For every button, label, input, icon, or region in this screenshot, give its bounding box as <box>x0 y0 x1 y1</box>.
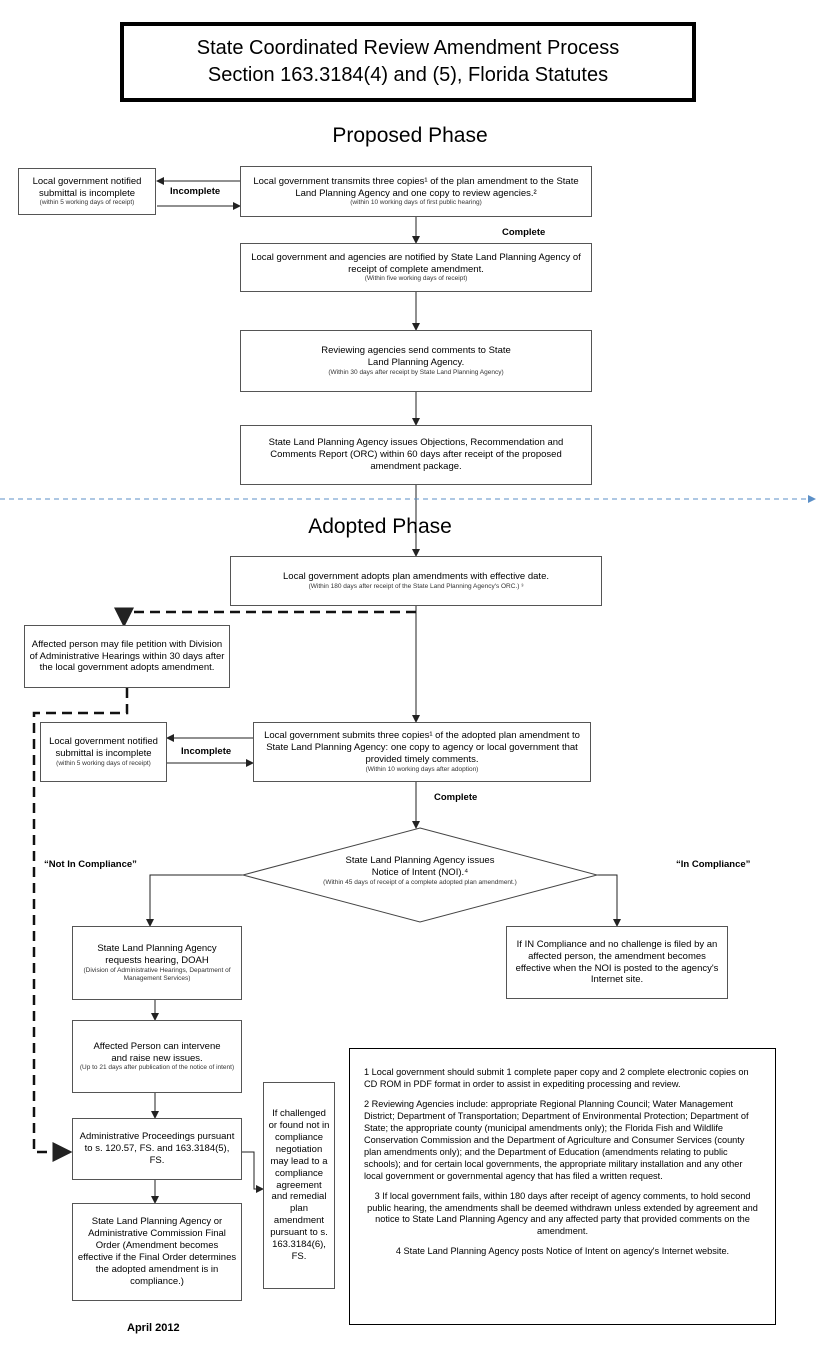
adopted-incomplete-note: (within 5 working days of receipt) <box>56 759 151 767</box>
arrow-noi-to-in-compliance <box>597 874 621 927</box>
final-order-box: State Land Planning Agency or Administra… <box>72 1203 242 1301</box>
comments-text: Reviewing agencies send comments to Stat… <box>321 345 511 369</box>
dashed-petition-to-admin <box>32 688 129 1162</box>
in-compliance-box: If IN Compliance and no challenge is fil… <box>506 926 728 999</box>
notified-box: Local government and agencies are notifi… <box>240 243 592 292</box>
footnote-2: 2 Reviewing Agencies include: appropriat… <box>364 1098 749 1181</box>
petition-text: Affected person may file petition with D… <box>29 638 225 674</box>
adopted-incomplete-text: Local government notified submittal is i… <box>49 736 158 760</box>
label-incomplete-adopted: Incomplete <box>181 746 232 757</box>
adopt-note: (Within 180 days after receipt of the St… <box>308 583 524 591</box>
notified-text: Local government and agencies are notifi… <box>251 251 581 275</box>
proposed-incomplete-note: (within 5 working days of receipt) <box>39 199 135 207</box>
comments-box: Reviewing agencies send comments to Stat… <box>240 330 592 392</box>
challenged-text: If challenged or found not in compliance… <box>268 1108 330 1262</box>
intervene-note: (Up to 21 days after publication of the … <box>79 1064 235 1072</box>
final-order-text: State Land Planning Agency or Administra… <box>77 1216 237 1287</box>
label-in-compliance: “In Compliance” <box>676 859 751 870</box>
adopted-incomplete-box: Local government notified submittal is i… <box>40 722 167 782</box>
submit-box: Local government submits three copies¹ o… <box>253 722 591 782</box>
intervene-box: Affected Person can intervene and raise … <box>72 1020 242 1093</box>
in-compliance-text: If IN Compliance and no challenge is fil… <box>515 938 719 986</box>
title-box: State Coordinated Review Amendment Proce… <box>120 22 696 102</box>
title-line1: State Coordinated Review Amendment Proce… <box>196 37 620 59</box>
proposed-incomplete-box: Local government notified submittal is i… <box>18 168 156 215</box>
submit-note: (Within 10 working days after adoption) <box>365 765 479 773</box>
label-not-in-compliance: “Not In Compliance” <box>44 859 137 870</box>
noi-text: State Land Planning Agency issues Notice… <box>345 855 495 878</box>
challenged-box: If challenged or found not in compliance… <box>263 1082 335 1289</box>
arrow-admin-to-challenged <box>242 1151 264 1193</box>
footnote-4: 4 State Land Planning Agency posts Notic… <box>395 1246 730 1257</box>
adopted-phase-heading: Adopted Phase <box>308 515 452 538</box>
hearing-box: State Land Planning Agency requests hear… <box>72 926 242 1000</box>
footnote-1: 1 Local government should submit 1 compl… <box>364 1067 749 1089</box>
noi-text-wrap: State Land Planning Agency issues Notice… <box>293 855 547 887</box>
noi-diamond <box>241 827 599 923</box>
noi-note: (Within 45 days of receipt of a complete… <box>323 878 517 886</box>
arrow-noi-to-hearing <box>146 874 243 927</box>
submit-text: Local government submits three copies¹ o… <box>264 730 580 766</box>
proposed-phase-heading: Proposed Phase <box>332 124 488 147</box>
comments-note: (Within 30 days after receipt by State L… <box>328 368 504 376</box>
title-line2: Section 163.3184(4) and (5), Florida Sta… <box>207 64 609 86</box>
label-complete-proposed: Complete <box>502 227 546 238</box>
hearing-note: (Division of Administrative Hearings, De… <box>83 967 231 982</box>
dashed-adopt-to-petition <box>114 607 416 628</box>
transmit-box: Local government transmits three copies¹… <box>240 166 592 217</box>
proposed-incomplete-text: Local government notified submittal is i… <box>32 175 142 199</box>
footnote-3: 3 If local government fails, within 180 … <box>367 1190 758 1237</box>
adopt-text: Local government adopts plan amendments … <box>283 571 549 583</box>
adopt-box: Local government adopts plan amendments … <box>230 556 602 606</box>
admin-text: Administrative Proceedings pursuant to s… <box>79 1131 235 1166</box>
label-incomplete-proposed: Incomplete <box>170 186 221 197</box>
date-label: April 2012 <box>127 1322 180 1334</box>
admin-box: Administrative Proceedings pursuant to s… <box>72 1118 242 1180</box>
hearing-text: State Land Planning Agency requests hear… <box>97 943 217 967</box>
orc-text: State Land Planning Agency issues Object… <box>268 437 564 472</box>
footnotes-box: 1 Local government should submit 1 compl… <box>349 1048 776 1325</box>
transmit-note: (within 10 working days of first public … <box>350 199 482 207</box>
orc-box: State Land Planning Agency issues Object… <box>240 425 592 485</box>
transmit-text: Local government transmits three copies¹… <box>253 175 579 199</box>
label-complete-adopted: Complete <box>434 792 478 803</box>
petition-box: Affected person may file petition with D… <box>24 625 230 688</box>
notified-note: (Within five working days of receipt) <box>364 275 468 283</box>
intervene-text: Affected Person can intervene and raise … <box>93 1040 221 1064</box>
